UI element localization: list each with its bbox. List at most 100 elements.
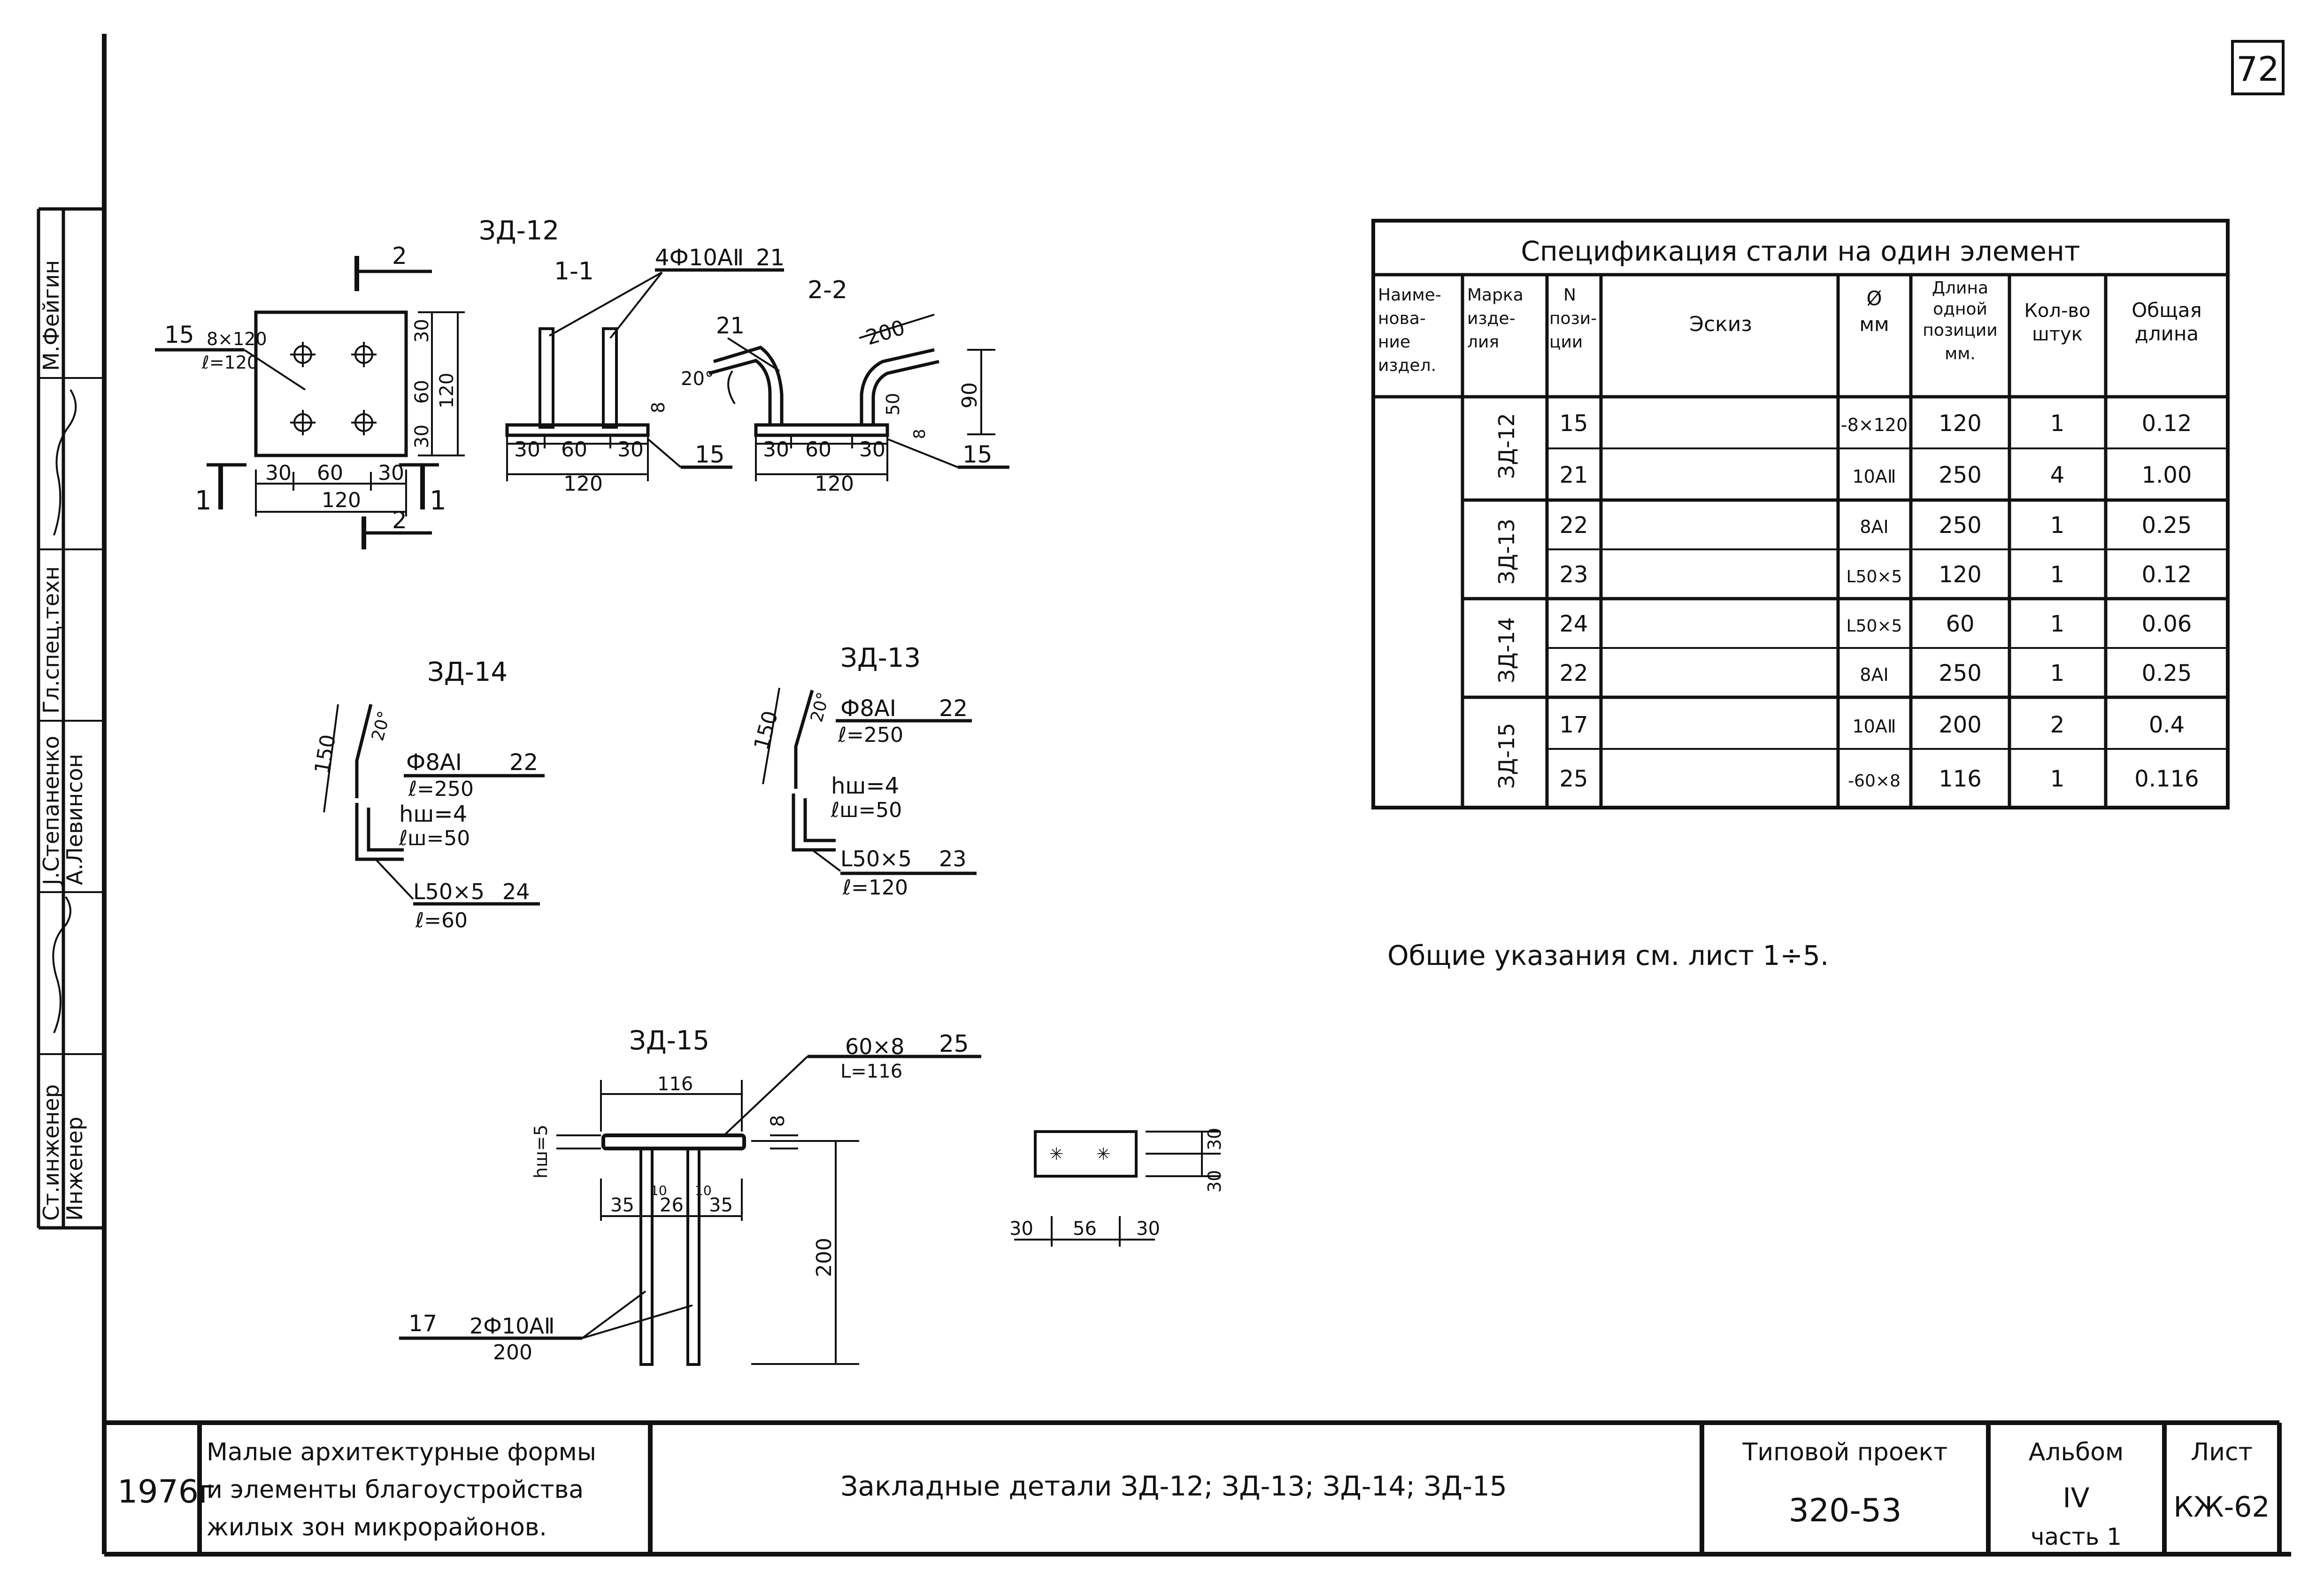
table-row: 22 8АI 250 1 0.25 (1559, 660, 2192, 686)
zd15-plan-dim-b: 56 (1073, 1218, 1097, 1240)
zd14-bar-pos: 22 (509, 749, 538, 776)
svg-text:60: 60 (1946, 611, 1974, 637)
zd13-len: 150 (749, 709, 783, 753)
zd15-dim-b: 10 (650, 1183, 667, 1198)
sheet-frame (37, 34, 2291, 1557)
zd13-drawing: ЗД-13 150 20° Ф8АI 22 ℓ=250 hш=4 ℓш=50 L… (749, 643, 977, 900)
zd15-plate-len: L=116 (840, 1061, 902, 1082)
svg-text:Ø: Ø (1866, 287, 1882, 310)
svg-text:Марка: Марка (1467, 285, 1524, 305)
zd15-plan-dim-a: 30 (1009, 1218, 1033, 1240)
zd12-cut-left: 1 (195, 486, 212, 516)
zd12-s22-dim90: 90 (958, 382, 982, 408)
svg-text:120: 120 (1939, 562, 1982, 588)
zd12-drawing: ЗД-12 15 8×120 ℓ=120 2 2 1 1 30 (155, 216, 559, 549)
title-album-part: часть 1 (2031, 1523, 2122, 1550)
svg-text:L50×5: L50×5 (1847, 617, 1902, 636)
zd15-dim-e: 35 (709, 1195, 733, 1216)
svg-text:116: 116 (1939, 766, 1982, 792)
zd12-s22-pos21: 21 (716, 313, 745, 339)
svg-text:позиции: позиции (1923, 321, 1997, 340)
zd12-s22-pos: 15 (962, 441, 993, 468)
zd15-dim-a: 35 (610, 1195, 634, 1216)
svg-text:250: 250 (1939, 660, 1982, 686)
zd14-drawing: ЗД-14 150 20° Ф8АI 22 ℓ=250 hш=4 ℓш=50 L… (310, 657, 545, 933)
svg-text:Длина: Длина (1932, 278, 1988, 298)
signature-mark (53, 389, 77, 536)
zd15-bar-label: 2Ф10АⅡ (469, 1313, 555, 1339)
zd12-bent-bar-right (860, 348, 935, 425)
zd13-angle (792, 794, 836, 852)
zd12-title: ЗД-12 (479, 216, 559, 246)
svg-text:10АⅡ: 10АⅡ (1852, 716, 1896, 737)
zd12-s22-plate (754, 423, 889, 437)
stamp-role-engineer: Инженер (62, 1117, 87, 1221)
side-stamp: Ст.инженер Инженер Гл.спец.техн М.Фейгин… (38, 260, 87, 1221)
svg-text:0.25: 0.25 (2142, 512, 2192, 539)
zd15-dim-d: 10 (695, 1183, 712, 1198)
zd13-bar (794, 690, 814, 789)
zd12-s11-pos: 15 (695, 441, 725, 468)
spec-mark-zd12: ЗД-12 (1494, 413, 1519, 479)
zd15-bar-left (639, 1147, 654, 1366)
svg-text:лия: лия (1467, 332, 1499, 352)
svg-text:✳: ✳ (1096, 1145, 1110, 1164)
svg-text:23: 23 (1559, 562, 1588, 588)
zd12-anchor-holes (290, 342, 377, 435)
zd12-plan-dim-b: 60 (317, 461, 343, 485)
zd14-angle (355, 803, 404, 861)
svg-text:1: 1 (2050, 512, 2065, 539)
table-row: 21 10АⅡ 250 4 1.00 (1559, 462, 2192, 488)
svg-text:штук: штук (2032, 324, 2083, 345)
zd14-title: ЗД-14 (427, 657, 508, 687)
spec-header-qty: Кол-во штук (2024, 300, 2091, 345)
svg-text:17: 17 (1559, 712, 1588, 738)
svg-text:-8×120: -8×120 (1841, 415, 1908, 435)
zd12-plan-vdim-total: 120 (436, 373, 458, 408)
zd12-section-1-1: 1-1 4Ф10АⅡ 21 30 60 30 120 8 15 (505, 245, 785, 496)
zd12-plate-section (505, 423, 650, 437)
svg-text:15: 15 (1559, 410, 1588, 437)
zd12-s11-dim-a: 30 (514, 438, 540, 462)
zd15-plate-plan: ✳ ✳ 30 30 30 56 30 (1009, 1128, 1225, 1247)
zd12-s11-dim-t: 8 (648, 402, 669, 413)
zd15-plan-vdim-a: 30 (1204, 1128, 1225, 1150)
zd12-plan-dim-c: 30 (378, 461, 404, 485)
zd12-section11-title: 1-1 (554, 257, 594, 285)
spec-header-name: Наиме- нова- ние издел. (1378, 285, 1441, 375)
svg-text:ние: ние (1378, 332, 1410, 352)
zd14-lw: ℓш=50 (399, 826, 470, 850)
zd15-title: ЗД-15 (629, 1025, 709, 1056)
zd14-bar-len: ℓ=250 (408, 777, 474, 801)
zd15-hw: hш=5 (531, 1125, 551, 1179)
svg-text:мм: мм (1859, 313, 1889, 336)
zd12-cut-top: 2 (392, 242, 407, 270)
zd15-plan-dim-c: 30 (1136, 1218, 1160, 1240)
svg-text:1.00: 1.00 (2142, 462, 2192, 488)
svg-text:0.06: 0.06 (2142, 611, 2192, 637)
spec-rows: 15 -8×120 120 1 0.12 21 10АⅡ 250 4 1.00 … (1559, 410, 2199, 792)
zd12-cut-bottom: 2 (392, 507, 407, 534)
zd12-s22-dim8: 8 (910, 429, 929, 439)
zd12-s22-dim-a: 30 (763, 438, 789, 462)
title-year: 1976г (117, 1473, 215, 1511)
zd12-s22-len: 200 (863, 316, 908, 350)
svg-text:24: 24 (1559, 611, 1588, 637)
table-row: 17 10АⅡ 200 2 0.4 (1559, 712, 2185, 738)
zd15-dim8: 8 (767, 1115, 789, 1127)
stamp-name-stepanenko: J.Степаненко (38, 736, 64, 886)
zd15-dim116: 116 (657, 1073, 693, 1095)
svg-text:1: 1 (2050, 766, 2065, 792)
zd15-dim200: 200 (812, 1238, 836, 1277)
svg-text:ции: ции (1549, 332, 1583, 352)
svg-text:22: 22 (1559, 512, 1588, 539)
zd12-plan-dim-a: 30 (265, 461, 292, 485)
spec-header-total: Общая длина (2132, 299, 2202, 345)
svg-text:длина: длина (2135, 322, 2199, 345)
svg-text:0.116: 0.116 (2134, 766, 2199, 792)
svg-text:Наиме-: Наиме- (1378, 285, 1441, 305)
title-album-label: Альбом (2029, 1438, 2124, 1466)
zd12-rebar-label: 4Ф10АⅡ (655, 245, 744, 271)
zd14-angle-profile: L50×5 (413, 879, 485, 904)
table-row: 22 8АI 250 1 0.25 (1559, 512, 2192, 539)
